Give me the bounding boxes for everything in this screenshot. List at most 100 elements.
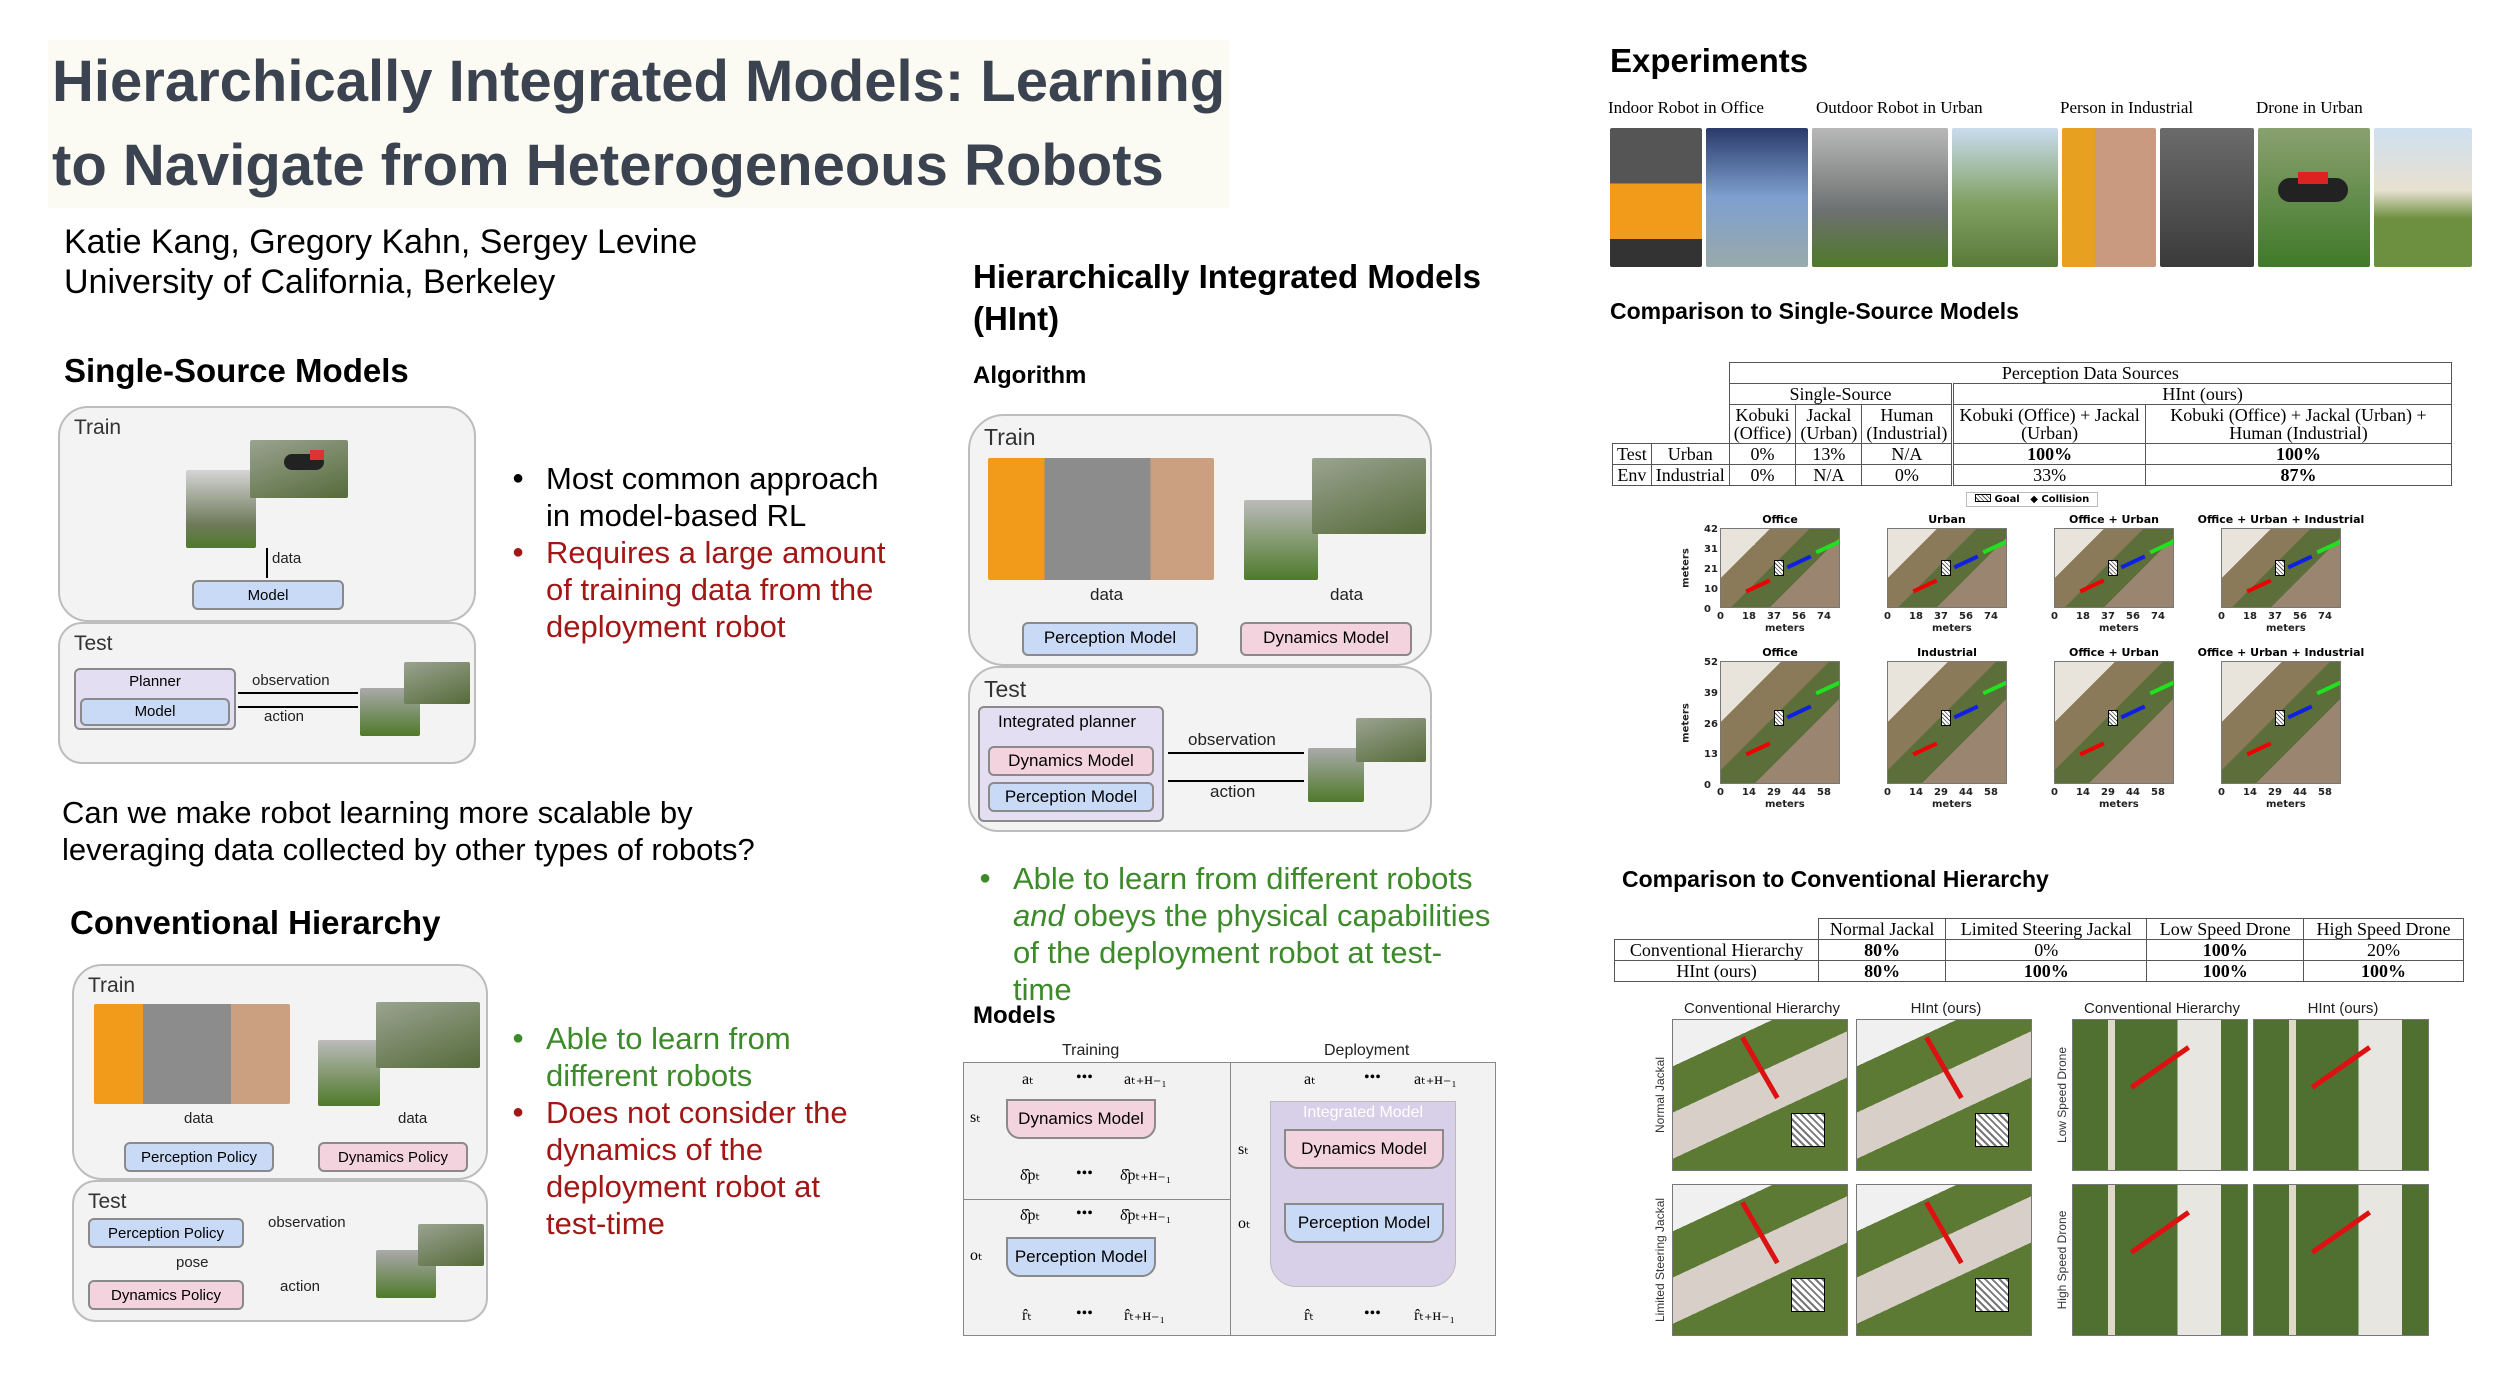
planner-model-box: Model — [80, 698, 230, 726]
drone-photo — [376, 1002, 480, 1068]
perception-policy-box: Perception Policy — [88, 1218, 244, 1248]
x-tick-label: 56 — [1959, 611, 1973, 622]
data-label: data — [1330, 585, 1364, 604]
x-axis-label: meters — [1932, 623, 1972, 634]
trajectory-line — [2149, 539, 2173, 554]
cell: N/A — [1795, 464, 1863, 486]
legend-collision: Collision — [2041, 494, 2090, 505]
train-label: Train — [74, 416, 122, 439]
y-axis-label: meters — [1680, 702, 1692, 743]
col-header: Kobuki (Office) + Jackal (Urban) + Human… — [2144, 404, 2453, 444]
title-line-1: Hierarchically Integrated Models: Learni… — [52, 49, 1226, 114]
models-diagram: aₜ ••• aₜ₊ʜ₋₁ sₜ Dynamics Model δ̂pₜ •••… — [963, 1062, 1496, 1336]
drone-photo — [2258, 128, 2370, 267]
trajectory-line — [1740, 1201, 1780, 1264]
x-tick-label: 74 — [1817, 611, 1831, 622]
trajectory-line — [2130, 1210, 2190, 1255]
x-tick-label: 37 — [2268, 611, 2282, 622]
drone-photo — [250, 440, 348, 498]
satellite-map — [1887, 661, 2007, 784]
action-arrow — [1168, 780, 1304, 782]
test-label: Test — [984, 676, 1027, 702]
robots-photo — [988, 458, 1214, 580]
goal-marker — [1791, 1113, 1826, 1147]
row-env: Urban — [1650, 443, 1730, 465]
x-tick-label: 29 — [2268, 787, 2282, 798]
state-symbol: sₜ — [1238, 1141, 1249, 1158]
cell: 0% — [1728, 443, 1797, 465]
y-tick-label: 31 — [1704, 544, 1718, 555]
cell: 100% — [1951, 443, 2146, 465]
trajectory-line — [1924, 1201, 1964, 1264]
jackal-robot-photo — [186, 470, 256, 548]
x-axis-label: meters — [2266, 623, 2306, 634]
x-tick-label: 58 — [1817, 787, 1831, 798]
goal-marker — [2108, 560, 2119, 577]
x-tick-label: 44 — [2126, 787, 2140, 798]
pose-label: pose — [176, 1254, 209, 1271]
trajectory-line — [2078, 578, 2105, 593]
observation-arrow — [238, 692, 358, 694]
x-tick-label: 44 — [2293, 787, 2307, 798]
observation-label: observation — [1188, 730, 1276, 749]
x-axis-label: meters — [1765, 799, 1805, 810]
x-tick-label: 18 — [1742, 611, 1756, 622]
bullet-negative: Does not consider the dynamics of the de… — [512, 1094, 872, 1242]
perception-policy-box: Perception Policy — [124, 1142, 274, 1172]
x-tick-label: 58 — [2151, 787, 2165, 798]
integrated-planner-label: Integrated planner — [998, 712, 1136, 731]
trajectory-line — [2311, 1210, 2371, 1255]
x-tick-label: 0 — [2218, 611, 2225, 622]
action-tH-symbol: aₜ₊ʜ₋₁ — [1414, 1071, 1457, 1088]
x-tick-label: 18 — [2243, 611, 2257, 622]
cell: 80% — [1818, 960, 1947, 982]
x-tick-label: 74 — [1984, 611, 1998, 622]
goal-marker — [1774, 710, 1785, 727]
experiments-heading: Experiments — [1610, 42, 1809, 79]
x-tick-label: 0 — [1717, 611, 1724, 622]
cell: 100% — [1945, 960, 2148, 982]
delta-pose-t: δ̂pₜ — [1020, 1207, 1041, 1224]
x-tick-label: 0 — [2051, 787, 2058, 798]
row-label: High Speed Drone — [2055, 1210, 2069, 1310]
comparison-map — [1856, 1184, 2032, 1336]
test-label: Test — [74, 632, 113, 655]
trajectory-line — [1924, 1036, 1964, 1099]
title-line-2: to Navigate from Heterogeneous Robots — [52, 133, 1164, 198]
ellipsis: ••• — [1076, 1305, 1093, 1322]
table-row: Conventional Hierarchy 80% 0% 100% 20% — [1613, 939, 2465, 961]
x-tick-label: 0 — [2218, 787, 2225, 798]
bullet-positive: Able to learn from different robots and … — [979, 860, 1499, 1008]
table-row: HInt (ours) 80% 100% 100% 100% — [1613, 960, 2465, 982]
trajectory-line — [1953, 554, 1979, 570]
x-tick-label: 29 — [2101, 787, 2115, 798]
comparison-map — [2253, 1019, 2429, 1171]
integrated-model-label: Integrated Model — [1302, 1104, 1424, 1121]
photo-label-person: Person in Industrial — [2060, 98, 2194, 117]
person-photo — [2062, 128, 2156, 267]
trajectory-line — [1815, 680, 1839, 696]
train-label: Train — [984, 424, 1036, 450]
x-tick-label: 18 — [2076, 611, 2090, 622]
cell: 100% — [2146, 939, 2304, 961]
deployment-label: Deployment — [1324, 1042, 1410, 1059]
dynamics-policy-box: Dynamics Policy — [318, 1142, 468, 1172]
drone-view-photo — [2374, 128, 2472, 267]
y-tick-label: 21 — [1704, 564, 1718, 575]
cell: 33% — [1951, 464, 2146, 486]
x-tick-label: 74 — [2151, 611, 2165, 622]
x-tick-label: 0 — [1717, 787, 1724, 798]
delta-pose-tH: δ̂pₜ₊ʜ₋₁ — [1120, 1167, 1172, 1184]
trajectory-line — [2245, 741, 2272, 756]
hint-bullet: Able to learn from different robots and … — [979, 860, 1499, 1008]
x-tick-label: 29 — [1767, 787, 1781, 798]
trajectory-line — [1982, 539, 2006, 554]
legend-goal: Goal — [1994, 494, 2020, 505]
drone-photo — [1356, 718, 1426, 762]
conventional-bullets: Able to learn from different robots Does… — [512, 1020, 872, 1242]
goal-marker — [2275, 710, 2286, 727]
cell: 0% — [1945, 939, 2148, 961]
row-label: Low Speed Drone — [2055, 1046, 2069, 1144]
observation-symbol: oₜ — [970, 1247, 983, 1264]
deployment-perception-model: Perception Model — [1284, 1203, 1444, 1243]
